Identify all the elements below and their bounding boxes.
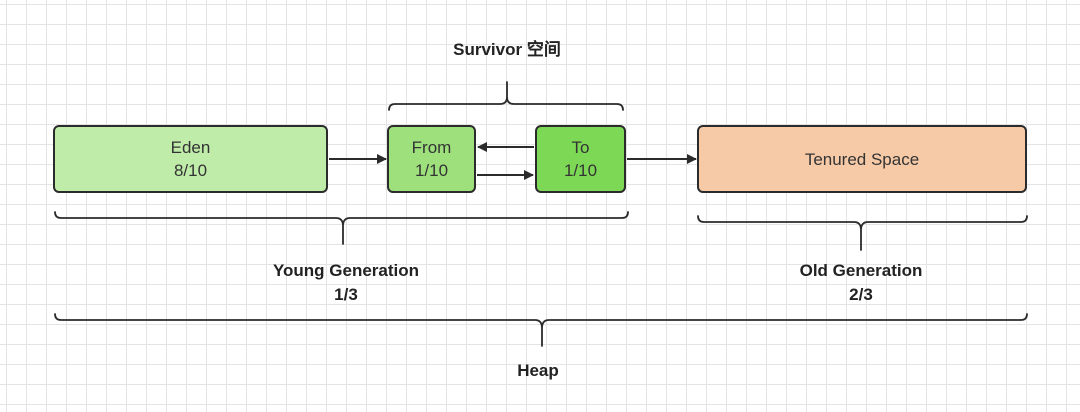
- eden-ratio: 8/10: [173, 161, 208, 180]
- from-ratio: 1/10: [414, 161, 449, 180]
- old-generation-ratio: 2/3: [849, 285, 873, 304]
- eden-name: Eden: [170, 138, 211, 157]
- heap-label: Heap: [517, 361, 559, 380]
- to-ratio: 1/10: [563, 161, 598, 180]
- tenured-name: Tenured Space: [804, 149, 920, 169]
- young-generation-ratio: 1/3: [334, 285, 358, 304]
- young-generation-label: Young Generation 1/3: [246, 259, 446, 307]
- tenured-space-box: Tenured Space: [697, 125, 1027, 193]
- heap-brace: [54, 313, 1028, 347]
- survivor-space-label: Survivor 空间: [453, 40, 561, 59]
- to-name: To: [571, 138, 590, 157]
- from-name: From: [411, 138, 452, 157]
- survivor-brace: [388, 81, 624, 111]
- from-box: From 1/10: [387, 125, 476, 193]
- young-generation-title: Young Generation: [272, 261, 420, 280]
- to-box: To 1/10: [535, 125, 626, 193]
- old-generation-title: Old Generation: [799, 261, 923, 280]
- young-generation-brace: [54, 211, 629, 245]
- old-generation-brace: [697, 215, 1028, 251]
- old-generation-label: Old Generation 2/3: [761, 259, 961, 307]
- eden-box: Eden 8/10: [53, 125, 328, 193]
